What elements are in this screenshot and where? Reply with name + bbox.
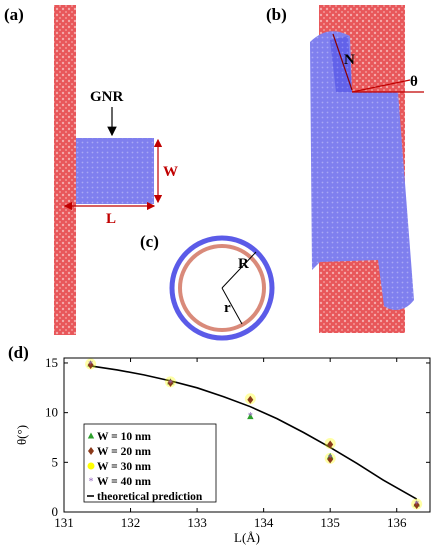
y-tick-label: 5 xyxy=(52,454,59,469)
x-tick-label: 136 xyxy=(387,515,407,530)
x-tick-label: 131 xyxy=(54,515,74,530)
legend-entry-label: W = 10 nm xyxy=(97,431,151,443)
plot-frame xyxy=(63,357,431,513)
legend-entry-label: W = 20 nm xyxy=(97,446,151,458)
y-tick-label: 10 xyxy=(45,405,58,420)
panel-c: (c) R r xyxy=(140,232,275,341)
data-point-diamond xyxy=(247,395,254,404)
panel-d: (d) 131 132 133 134 135 136 0 5 10 15L(Å) θ(°) * * * *… xyxy=(8,343,431,545)
legend-marker-circle xyxy=(87,462,95,470)
panel-b-label: (b) xyxy=(266,5,287,24)
data-point-diamond xyxy=(413,501,420,510)
legend-marker-diamond xyxy=(88,447,94,455)
inner-radius-label: r xyxy=(224,300,231,316)
data-point-star: * xyxy=(248,411,253,422)
theta-label: θ xyxy=(410,74,418,90)
gnr-label: GNR xyxy=(90,89,124,105)
legend-marker-triangle xyxy=(87,432,95,439)
gnr-wrapped-back xyxy=(330,36,352,92)
panel-b: (b) N θ xyxy=(266,5,424,333)
outer-radius-label: R xyxy=(238,256,249,272)
inner-radius xyxy=(221,287,243,325)
panel-d-label: (d) xyxy=(8,343,29,362)
data-point-diamond xyxy=(167,378,174,387)
x-tick-label: 132 xyxy=(121,515,141,530)
data-point-star: * xyxy=(88,359,93,370)
legend-entry-label: W = 40 nm xyxy=(97,476,151,488)
legend-marker-star: * xyxy=(89,477,94,488)
legend-entry-label: theoretical prediction xyxy=(97,491,203,503)
x-axis-title: L(Å) xyxy=(234,530,260,545)
width-label: W xyxy=(163,164,178,180)
gnr-ribbon xyxy=(76,138,154,204)
outer-radius xyxy=(221,251,257,289)
y-axis-title: θ(°) xyxy=(14,425,29,445)
data-point-star: * xyxy=(414,500,419,511)
legend-box xyxy=(83,423,217,503)
x-tick-label: 133 xyxy=(187,515,207,530)
y-tick-label: 15 xyxy=(45,355,58,370)
cnt-ring xyxy=(178,244,266,332)
data-point-diamond xyxy=(327,455,334,464)
data-point-diamond xyxy=(87,360,94,369)
panel-a: (a) GNR W L xyxy=(4,5,178,335)
legend-entry-label: W = 30 nm xyxy=(97,461,151,473)
panel-c-label: (c) xyxy=(140,232,159,251)
data-point-diamond xyxy=(327,440,334,449)
x-tick-label: 135 xyxy=(320,515,340,530)
gnr-ring xyxy=(169,235,275,341)
x-tick-label: 134 xyxy=(254,515,274,530)
panel-a-label: (a) xyxy=(4,5,24,24)
cnt-tube-a xyxy=(54,5,76,335)
theory-curve xyxy=(90,365,418,500)
data-point-star: * xyxy=(328,453,333,464)
length-label: L xyxy=(106,211,116,227)
angle-line xyxy=(351,79,411,93)
data-point-star: * xyxy=(168,378,173,389)
data-point-triangle xyxy=(247,413,254,420)
n-vector xyxy=(332,33,353,91)
gnr-wrapped xyxy=(310,31,414,310)
n-label: N xyxy=(344,52,355,68)
y-tick-label: 0 xyxy=(52,504,59,519)
